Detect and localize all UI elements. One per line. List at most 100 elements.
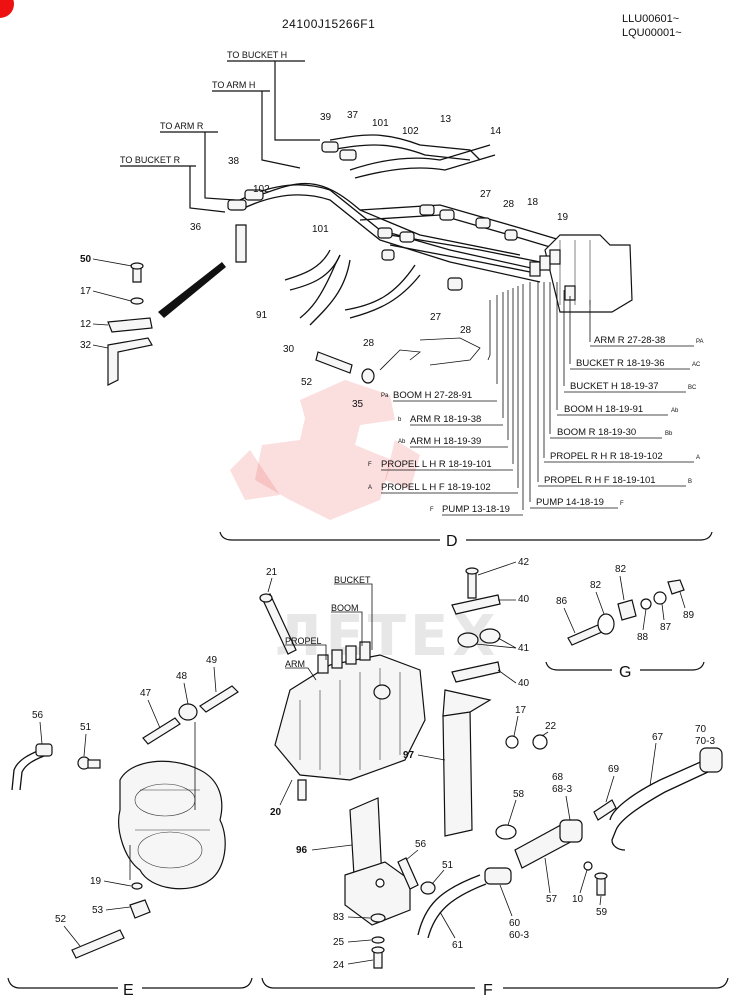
label-arm-r-prefix: b (398, 417, 402, 423)
callout-f-41: 41 (518, 643, 530, 654)
callout-f-70-3: 70-3 (695, 736, 715, 747)
callout-f-61: 61 (452, 940, 464, 951)
label-bucket-r-suffix: AC (692, 362, 701, 368)
callout-f-68: 68 (552, 772, 564, 783)
callout-g-82b: 82 (590, 580, 602, 591)
dest-to-arm-h: TO ARM H (212, 80, 255, 90)
callout-37: 37 (347, 110, 359, 121)
label-propel-rh-r: PROPEL R H R 18-19-102 (550, 451, 663, 462)
hose-bundle (107, 134, 633, 510)
callout-e-47: 47 (140, 688, 152, 699)
label-arm-h-prefix: Ab (398, 439, 406, 445)
callout-28c: 28 (363, 338, 375, 349)
valve-label-boom: BOOM (331, 603, 359, 613)
callout-f-97: 97 (403, 750, 415, 761)
label-propel-rh-f: PROPEL R H F 18-19-101 (544, 475, 656, 486)
label-bucket-h-suffix: BC (688, 385, 697, 391)
label-propel-lh-f-prefix: A (368, 485, 372, 491)
callout-e-52: 52 (55, 914, 67, 925)
callout-35: 35 (352, 399, 364, 410)
label-bucket-h: BUCKET H 18-19-37 (570, 381, 659, 392)
callout-102b: 102 (253, 184, 270, 195)
callout-f-42: 42 (518, 557, 530, 568)
label-pump-14-suffix: F (620, 501, 624, 507)
callout-f-70: 70 (695, 724, 707, 735)
callout-f-56: 56 (415, 839, 427, 850)
serial-range-1: LLU00601~ (622, 13, 679, 25)
callout-f-68-3: 68-3 (552, 784, 572, 795)
callout-19: 19 (557, 212, 569, 223)
callout-38: 38 (228, 156, 240, 167)
callout-101b: 101 (312, 224, 329, 235)
page-corner-mark (0, 0, 14, 18)
dest-to-arm-r: TO ARM R (160, 121, 204, 131)
drawing-number: 24100J15266F1 (282, 17, 375, 31)
callout-f-25: 25 (333, 937, 345, 948)
callout-91: 91 (256, 310, 268, 321)
label-propel-lh-r-prefix: F (368, 462, 372, 468)
label-propel-lh-f: PROPEL L H F 18-19-102 (381, 482, 491, 493)
section-g-label: G (619, 664, 631, 681)
callout-28a: 28 (503, 199, 515, 210)
callout-52: 52 (301, 377, 313, 388)
callout-g-82a: 82 (615, 564, 627, 575)
callout-g-87: 87 (660, 622, 672, 633)
callout-f-60: 60 (509, 918, 521, 929)
callout-27a: 27 (480, 189, 492, 200)
callout-102a: 102 (402, 126, 419, 137)
callout-f-51: 51 (442, 860, 454, 871)
callout-12: 12 (80, 319, 92, 330)
label-boom-h-18-suffix: Ab (671, 408, 679, 414)
dest-to-bucket-h: TO BUCKET H (227, 50, 287, 60)
callout-f-83: 83 (333, 912, 345, 923)
label-propel-rh-f-suffix: B (688, 479, 692, 485)
callout-f-40b: 40 (518, 678, 530, 689)
label-arm-r-27-suffix: PA (696, 339, 704, 345)
valve-label-arm: ARM (285, 659, 305, 669)
callout-e-49: 49 (206, 655, 218, 666)
callout-f-10: 10 (572, 894, 584, 905)
callout-g-86: 86 (556, 596, 568, 607)
dest-to-bucket-r: TO BUCKET R (120, 155, 181, 165)
label-arm-r: ARM R 18-19-38 (410, 414, 481, 425)
callout-50: 50 (80, 254, 92, 265)
callout-36: 36 (190, 222, 202, 233)
label-boom-r: BOOM R 18-19-30 (557, 427, 636, 438)
label-arm-h: ARM H 18-19-39 (410, 436, 481, 447)
label-pump-13-prefix: F (430, 507, 434, 513)
callout-18: 18 (527, 197, 539, 208)
callout-f-20: 20 (270, 807, 282, 818)
callout-e-19: 19 (90, 876, 102, 887)
callout-27b: 27 (430, 312, 442, 323)
callout-28b: 28 (460, 325, 472, 336)
callout-30: 30 (283, 344, 295, 355)
label-arm-r-27: ARM R 27-28-38 (594, 335, 665, 346)
section-f-label: F (483, 982, 493, 999)
callout-g-89: 89 (683, 610, 695, 621)
callout-f-21: 21 (266, 567, 278, 578)
label-propel-rh-r-suffix: A (696, 455, 700, 461)
callout-f-24: 24 (333, 960, 345, 971)
label-pump-14: PUMP 14-18-19 (536, 497, 604, 508)
section-e-label: E (123, 982, 134, 999)
label-boom-h-prefix: Pa (381, 393, 389, 399)
label-boom-h-18: BOOM H 18-19-91 (564, 404, 643, 415)
valve-label-propel: PROPEL (285, 636, 322, 646)
callout-f-67: 67 (652, 732, 664, 743)
callout-f-60-3: 60-3 (509, 930, 529, 941)
callout-e-51: 51 (80, 722, 92, 733)
section-f: BUCKET BOOM PROPEL ARM (259, 557, 729, 999)
callout-17: 17 (80, 286, 92, 297)
callout-g-88: 88 (637, 632, 649, 643)
label-boom-r-suffix: Bb (665, 431, 673, 437)
callout-f-58: 58 (513, 789, 525, 800)
callout-e-56: 56 (32, 710, 44, 721)
watermark-logo (230, 380, 420, 520)
section-e: 56 51 47 48 49 19 53 52 E (7, 655, 253, 999)
callout-f-96: 96 (296, 845, 308, 856)
section-d-label: D (446, 533, 458, 550)
callout-e-53: 53 (92, 905, 104, 916)
callout-f-22: 22 (545, 721, 557, 732)
serial-range-2: LQU00001~ (622, 27, 682, 39)
callout-f-69: 69 (608, 764, 620, 775)
